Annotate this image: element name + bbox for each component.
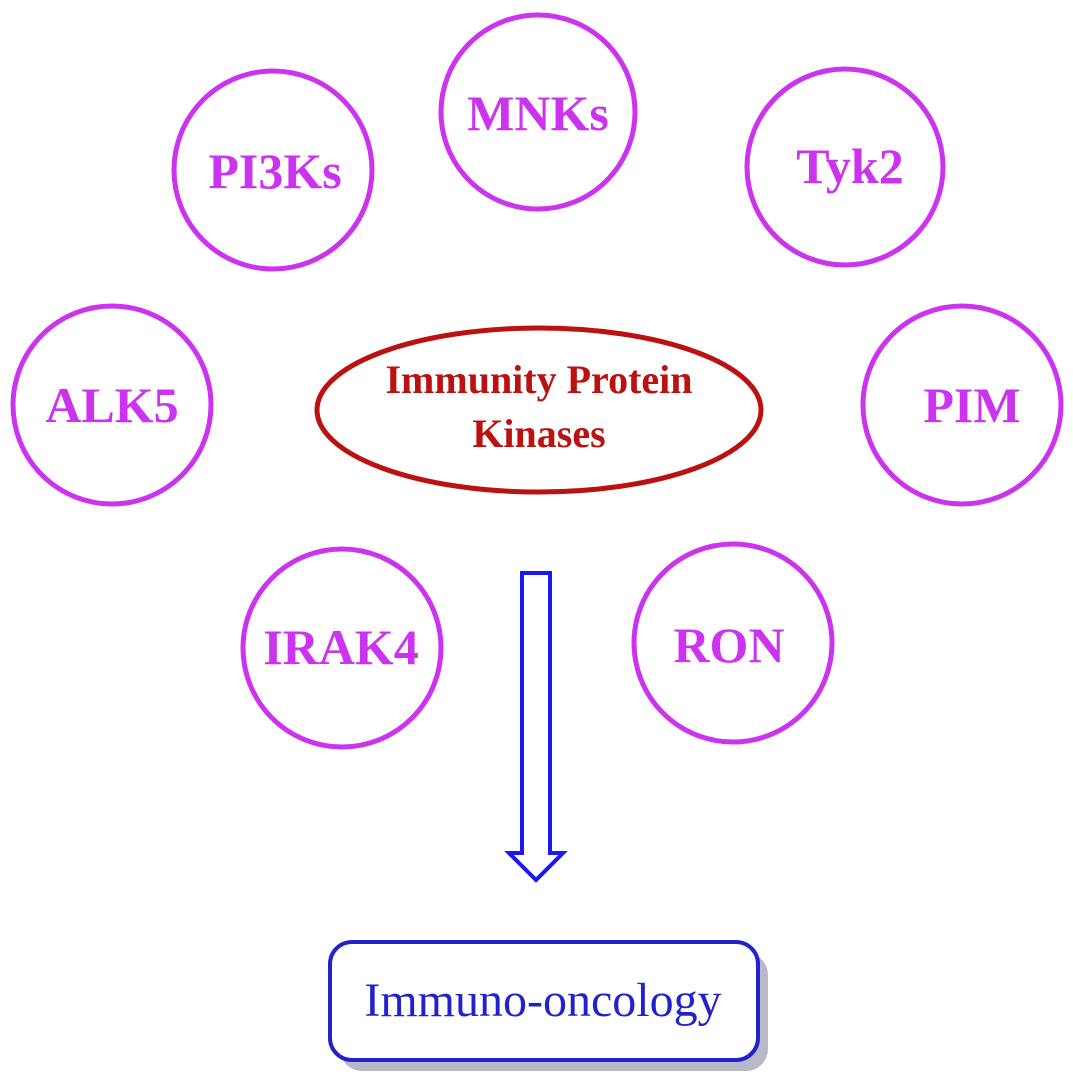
down-arrow-icon — [504, 571, 568, 883]
node-pi3ks-circle — [171, 68, 375, 272]
outcome-label: Immuno-oncology — [364, 974, 721, 1027]
node-irak4-circle — [240, 546, 444, 750]
node-mnks-circle — [438, 12, 638, 212]
node-irak4: IRAK4 — [240, 546, 444, 750]
node-tyk2-circle — [744, 66, 946, 268]
node-tyk2: Tyk2 — [744, 66, 946, 268]
node-ron-label: RON — [673, 617, 784, 673]
node-alk5-label: ALK5 — [45, 377, 178, 433]
center-label-line2: Kinases — [472, 411, 605, 456]
node-mnks-label: MNKs — [467, 85, 609, 141]
center-node: Immunity Protein Kinases — [314, 325, 764, 495]
node-tyk2-label: Tyk2 — [796, 138, 903, 194]
node-alk5: ALK5 — [10, 303, 214, 507]
node-pim-circle — [860, 303, 1064, 507]
node-ron-circle — [631, 541, 835, 745]
node-mnks: MNKs — [438, 12, 638, 212]
outcome-node: Immuno-oncology — [328, 940, 768, 1071]
node-ron: RON — [631, 541, 835, 745]
node-pi3ks-label: PI3Ks — [208, 143, 341, 199]
node-irak4-label: IRAK4 — [263, 619, 419, 675]
node-alk5-circle — [10, 303, 214, 507]
outcome-box — [328, 940, 760, 1062]
center-label-line1: Immunity Protein — [385, 357, 692, 402]
center-ellipse — [314, 325, 764, 495]
node-pim-label: PIM — [923, 377, 1020, 433]
node-pi3ks: PI3Ks — [171, 68, 375, 272]
node-pim: PIM — [860, 303, 1064, 507]
